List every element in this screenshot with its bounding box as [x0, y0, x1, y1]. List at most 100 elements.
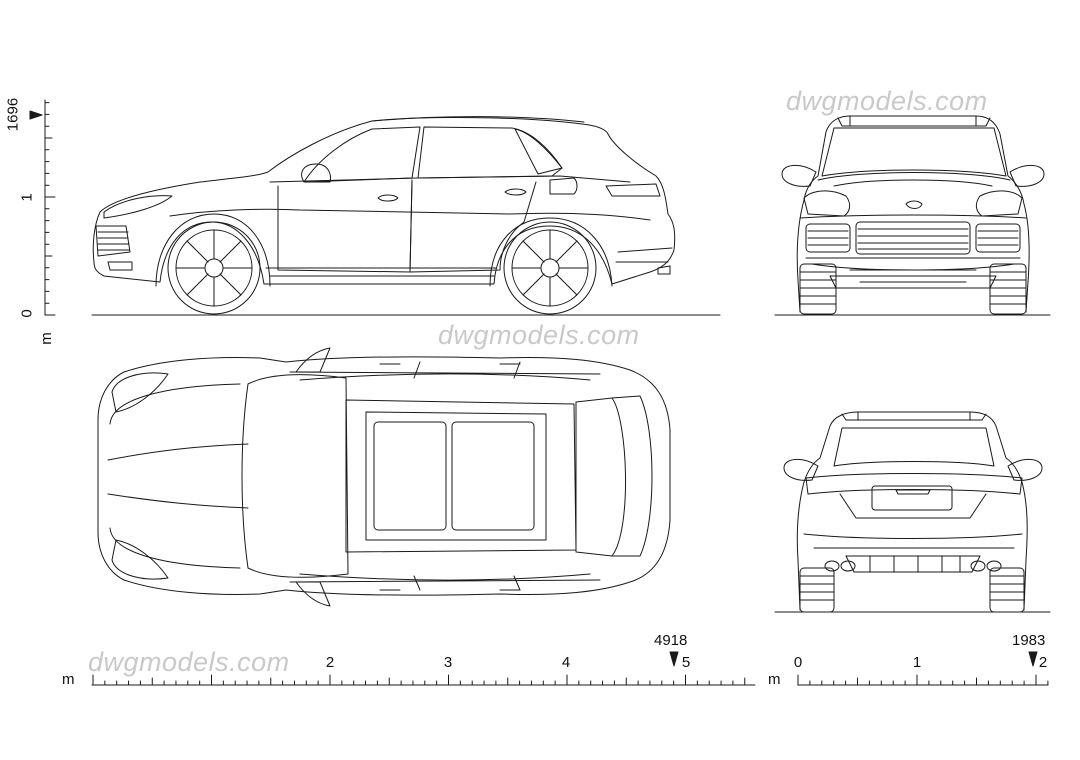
- front-headlight-left: [803, 190, 851, 217]
- front-grille-center: [855, 221, 971, 255]
- rear-body-outline: [796, 411, 1028, 611]
- bottom-scale-unit: m: [62, 671, 75, 688]
- side-rear-wheel-arch: [489, 217, 613, 287]
- top-view: [97, 347, 671, 607]
- front-lower-bumper: [805, 257, 1021, 289]
- front-grille-left: [805, 223, 851, 253]
- rear-window: [833, 427, 995, 467]
- top-sunroof-front-panel: [373, 421, 447, 531]
- front-windshield: [821, 127, 1007, 177]
- top-door-lines: [413, 361, 521, 591]
- bottom-tick-label-4: 4: [561, 654, 571, 671]
- side-exhaust: [657, 265, 671, 275]
- front-mirror-left: [781, 165, 817, 187]
- rear-bumper: [803, 533, 1023, 549]
- rear-tailgate: [839, 493, 987, 519]
- right-scale-unit: m: [768, 671, 781, 688]
- top-headlight-left: [111, 372, 169, 413]
- top-windshield: [241, 374, 349, 578]
- side-rocker: [265, 267, 497, 277]
- vertical-scale-bar: [29, 99, 56, 316]
- rear-roof-rails: [841, 411, 987, 421]
- watermark-bottom-left: dwgmodels.com: [88, 647, 290, 677]
- rear-tire-right: [989, 567, 1025, 613]
- rear-mirror-right: [1007, 459, 1043, 481]
- top-rear-window: [575, 397, 626, 557]
- side-taillight: [605, 183, 661, 197]
- side-foglamp: [107, 261, 133, 271]
- watermark-top-right: dwgmodels.com: [786, 86, 988, 116]
- front-body-outline: [796, 115, 1030, 313]
- side-headlight: [103, 195, 173, 219]
- side-rear-door: [409, 179, 537, 273]
- width-dimension-label: 1983: [1012, 632, 1046, 649]
- rear-exhaust-left: [824, 560, 856, 572]
- length-dimension-label: 4918: [654, 632, 688, 649]
- front-roof-rails: [837, 115, 991, 127]
- rear-mirror-left: [783, 459, 819, 481]
- right-scale-bar: [797, 651, 1049, 686]
- front-tire-right: [989, 263, 1027, 315]
- front-view: [781, 115, 1045, 315]
- side-character-line: [169, 208, 651, 221]
- rear-plate-recess: [871, 485, 953, 511]
- side-front-wheel-arch: [155, 213, 271, 287]
- top-mirror-left: [295, 347, 331, 373]
- side-intake-slats: [97, 231, 130, 251]
- rear-exhaust-right: [970, 560, 1002, 572]
- bottom-tick-label-5: 5: [681, 654, 691, 671]
- side-fuel-cap: [549, 177, 578, 195]
- side-quarter-window: [514, 128, 563, 175]
- right-tick-label-2: 2: [1038, 654, 1048, 671]
- top-hood: [107, 383, 249, 569]
- watermark-center: dwgmodels.com: [438, 320, 640, 350]
- front-bumper-line: [799, 214, 1027, 219]
- top-door-handles: [379, 363, 521, 591]
- front-skid-plate: [849, 269, 977, 283]
- side-door-handle-front: [377, 194, 399, 202]
- side-roof-rail: [371, 116, 585, 123]
- top-sunroof-rear-panel: [451, 421, 535, 531]
- bottom-scale-bar: [91, 651, 756, 686]
- side-view: [92, 116, 676, 315]
- length-marker-arrow: [669, 651, 679, 667]
- side-body-outline: [92, 117, 676, 285]
- top-roof: [345, 399, 577, 553]
- top-mirror-right: [295, 581, 331, 607]
- rear-tire-left: [799, 567, 835, 613]
- top-spoiler: [611, 395, 653, 557]
- right-tick-label-1: 1: [912, 654, 922, 671]
- rear-handle: [895, 489, 931, 495]
- side-rear-bumper: [615, 247, 673, 263]
- rear-diffuser: [845, 555, 981, 573]
- side-front-window: [303, 126, 421, 183]
- right-tick-label-0: 0: [793, 654, 803, 671]
- top-side-rails: [289, 371, 601, 583]
- front-grille-right: [975, 223, 1021, 253]
- side-front-wheel: [167, 221, 261, 315]
- bottom-tick-label-3: 3: [443, 654, 453, 671]
- front-grille-slats: [807, 228, 1019, 250]
- side-beltline: [269, 175, 631, 183]
- side-rear-wheel: [503, 221, 597, 315]
- side-front-intake: [95, 225, 131, 257]
- side-mirror: [301, 163, 331, 183]
- front-tire-left: [799, 263, 837, 315]
- height-marker-arrow: [29, 110, 43, 120]
- front-headlight-right: [975, 190, 1023, 217]
- side-rear-window: [417, 126, 563, 179]
- top-body-outline: [97, 356, 671, 596]
- side-front-door: [277, 179, 413, 273]
- rear-light-bar: [805, 473, 1023, 495]
- top-sunroof-outer: [365, 411, 547, 541]
- side-door-handle-rear: [504, 188, 527, 196]
- top-headlight-right: [111, 539, 169, 580]
- front-emblem: [905, 200, 923, 209]
- bottom-tick-label-2: 2: [325, 654, 335, 671]
- front-hood-line: [817, 172, 1011, 187]
- front-mirror-right: [1009, 165, 1045, 187]
- width-marker-arrow: [1028, 651, 1038, 667]
- rear-view: [783, 411, 1043, 613]
